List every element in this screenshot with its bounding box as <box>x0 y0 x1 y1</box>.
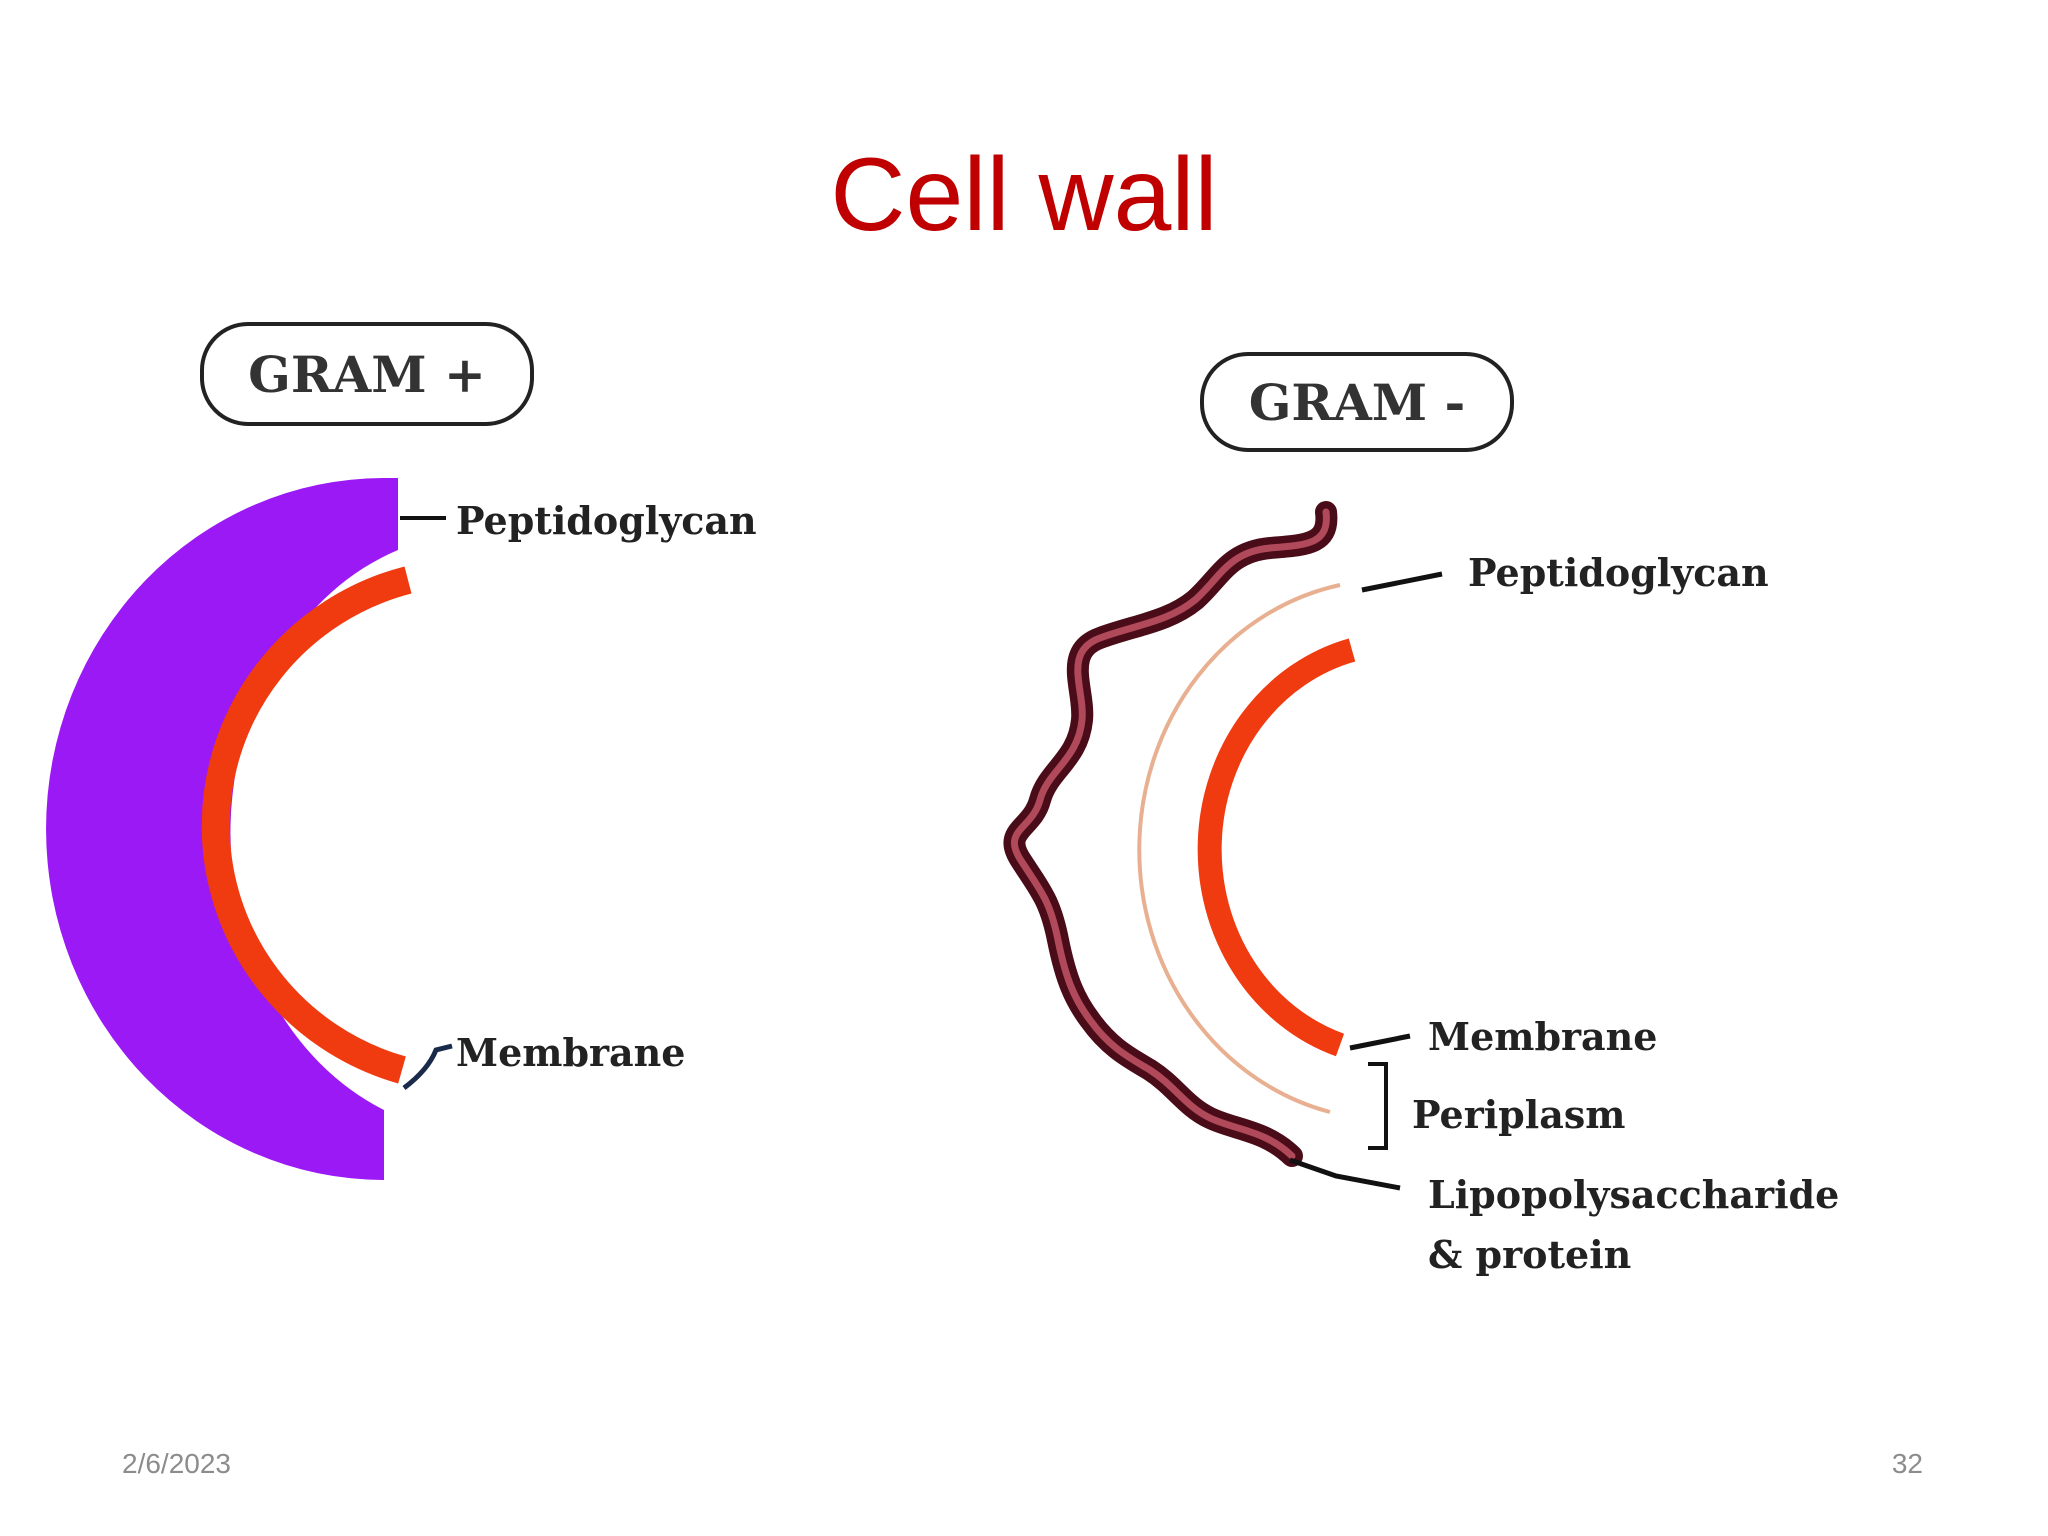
gram-negative-lps-leader <box>1289 1157 1401 1191</box>
gram-negative-membrane <box>1197 638 1356 1057</box>
gram-negative-membrane-leader <box>1349 1033 1411 1051</box>
gram-positive-membrane-leader <box>402 1043 453 1090</box>
gram-positive-membrane-label: Membrane <box>456 1030 685 1075</box>
gram-positive-diagram: GRAM + Peptidoglycan Membrane <box>46 322 757 1180</box>
gram-negative-badge: GRAM - <box>1200 352 1514 452</box>
gram-positive-badge-text: GRAM + <box>248 345 486 404</box>
gram-positive-peptidoglycan-label: Peptidoglycan <box>456 498 757 543</box>
gram-negative-membrane-label: Membrane <box>1428 1014 1657 1059</box>
gram-negative-peptidoglycan-label: Peptidoglycan <box>1468 550 1769 595</box>
slide-date: 2/6/2023 <box>122 1448 231 1479</box>
slide-page-number: 32 <box>1891 1448 1923 1479</box>
gram-negative-badge-text: GRAM - <box>1249 373 1466 432</box>
gram-negative-lps-label-line2: & protein <box>1428 1232 1631 1277</box>
gram-negative-outer-membrane-highlight <box>1010 508 1330 1160</box>
gram-negative-periplasm-label: Periplasm <box>1412 1092 1625 1137</box>
gram-positive-membrane <box>201 566 412 1084</box>
gram-negative-peptidoglycan-leader <box>1361 571 1443 593</box>
gram-negative-lps-label-line1: Lipopolysaccharide <box>1428 1172 1839 1217</box>
gram-positive-badge: GRAM + <box>200 322 534 426</box>
gram-negative-peptidoglycan-layer <box>1137 583 1341 1114</box>
gram-negative-periplasm-bracket <box>1368 1062 1388 1150</box>
slide-title: Cell wall <box>830 137 1218 253</box>
gram-negative-diagram: GRAM - Peptidoglycan Membrane Periplasm … <box>1003 352 1839 1277</box>
